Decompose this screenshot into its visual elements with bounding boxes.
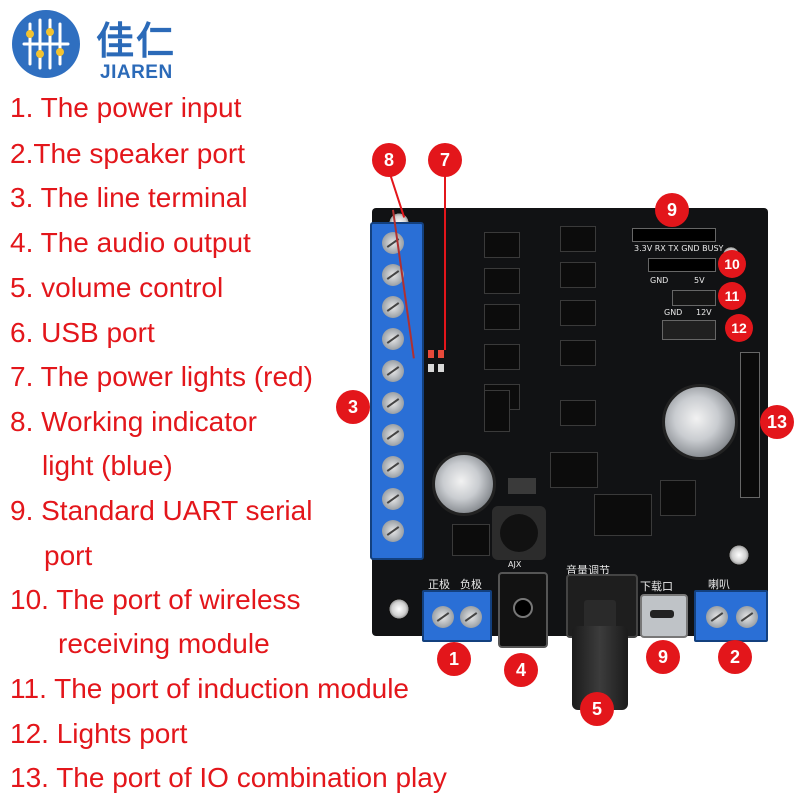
working-led-blue: [438, 364, 444, 372]
audio-ic-chip: [594, 494, 652, 536]
badge-11: 11: [718, 282, 746, 310]
jiaren-logo: 佳仁 JIAREN: [12, 8, 192, 88]
legend-item-line-terminal: 3. The line terminal: [10, 182, 248, 213]
mosfet-chip: [452, 524, 490, 556]
terminal-screw: [382, 232, 404, 254]
terminal-screw: [382, 488, 404, 510]
terminal-screw: [382, 264, 404, 286]
legend-item-usb-port: 6. USB port: [10, 317, 155, 348]
wireless-gnd-label: GND: [650, 276, 669, 285]
badge-2: 2: [718, 640, 752, 674]
audio-output-jack[interactable]: [498, 572, 548, 648]
leader-line-7: [444, 174, 446, 350]
electrolytic-capacitor-right: [662, 384, 738, 460]
legend-item-lights-port: 12. Lights port: [10, 718, 188, 749]
terminal-screw: [432, 606, 454, 628]
legend-item-working-indicator-cont: light (blue): [42, 450, 173, 481]
fuse-component: [508, 478, 536, 494]
optocoupler-chip: [484, 232, 520, 258]
wireless-5v-label: 5V: [694, 276, 705, 285]
volume-label: 音量调节: [566, 564, 610, 577]
legend-item-io-combination-port: 13. The port of IO combination play: [10, 762, 447, 793]
main-ic-chip: [550, 452, 598, 488]
optocoupler-chip: [560, 226, 596, 252]
logo-emblem-icon: [12, 10, 80, 78]
legend-item-power-lights: 7. The power lights (red): [10, 361, 313, 392]
legend-item-uart-port-cont: port: [44, 540, 93, 571]
terminal-screw: [382, 424, 404, 446]
legend-item-wireless-port-cont: receiving module: [58, 628, 270, 659]
power-negative-label: 负极: [460, 578, 482, 591]
usb-port[interactable]: [640, 594, 688, 638]
badge-8: 8: [372, 143, 406, 177]
amp-ic-chip: [660, 480, 696, 516]
badge-10: 10: [718, 250, 746, 278]
feature-legend: 1. The power input 2.The speaker port 3.…: [10, 92, 447, 793]
badge-7: 7: [428, 143, 462, 177]
terminal-screw: [382, 456, 404, 478]
regulator-chip: [484, 390, 510, 432]
logo-chinese-text: 佳仁: [96, 19, 177, 63]
lights-gnd-label: GND: [664, 308, 683, 317]
terminal-screw: [382, 296, 404, 318]
mount-hole-bottom-right: [728, 544, 750, 566]
optocoupler-chip: [560, 262, 596, 288]
legend-item-volume-control: 5. volume control: [10, 272, 224, 303]
optocoupler-chip: [484, 344, 520, 370]
mount-hole-bottom-left: [388, 598, 410, 620]
badge-13: 13: [760, 405, 794, 439]
io-combination-pin-header[interactable]: [740, 352, 760, 498]
download-port-label: 下载口: [640, 580, 673, 593]
induction-module-header[interactable]: [672, 290, 716, 306]
power-positive-label: 正极: [428, 578, 450, 591]
power-inductor: [492, 506, 546, 560]
optocoupler-chip: [484, 304, 520, 330]
logo-english-text: JIAREN: [100, 62, 173, 83]
optocoupler-chip: [560, 400, 596, 426]
lights-12v-label: 12V: [696, 308, 712, 317]
optocoupler-chip: [560, 340, 596, 366]
terminal-screw: [382, 328, 404, 350]
speaker-label: 喇叭: [708, 578, 730, 591]
speaker-terminal[interactable]: [694, 590, 768, 642]
legend-item-uart-port: 9. Standard UART serial: [10, 495, 313, 526]
optocoupler-chip: [560, 300, 596, 326]
uart-header[interactable]: [632, 228, 716, 242]
terminal-screw: [382, 520, 404, 542]
terminal-screw: [382, 392, 404, 414]
badge-3: 3: [336, 390, 370, 424]
terminal-screw: [736, 606, 758, 628]
line-terminal-block: [370, 222, 424, 560]
terminal-screw: [382, 360, 404, 382]
terminal-screw: [706, 606, 728, 628]
badge-12: 12: [725, 314, 753, 342]
power-led-red: [438, 350, 444, 358]
legend-item-induction-port: 11. The port of induction module: [10, 673, 409, 704]
lights-port-connector[interactable]: [662, 320, 716, 340]
electrolytic-capacitor-left: [432, 452, 496, 516]
badge-9-usb: 9: [646, 640, 680, 674]
terminal-screw: [460, 606, 482, 628]
legend-item-speaker-port: 2.The speaker port: [10, 138, 246, 169]
optocoupler-chip: [484, 268, 520, 294]
wireless-module-header[interactable]: [648, 258, 716, 272]
legend-item-working-indicator: 8. Working indicator: [10, 406, 257, 437]
legend-item-wireless-port: 10. The port of wireless: [10, 584, 301, 615]
uart-pin-labels: 3.3V RX TX GND BUSY: [634, 244, 724, 253]
working-led-blue: [428, 364, 434, 372]
badge-1: 1: [437, 642, 471, 676]
badge-4: 4: [504, 653, 538, 687]
jack-label: AJX: [508, 560, 522, 569]
badge-5: 5: [580, 692, 614, 726]
power-led-red: [428, 350, 434, 358]
power-input-terminal[interactable]: [422, 590, 492, 642]
legend-item-audio-output: 4. The audio output: [10, 227, 251, 258]
legend-item-power-input: 1. The power input: [10, 92, 242, 123]
badge-9-uart: 9: [655, 193, 689, 227]
